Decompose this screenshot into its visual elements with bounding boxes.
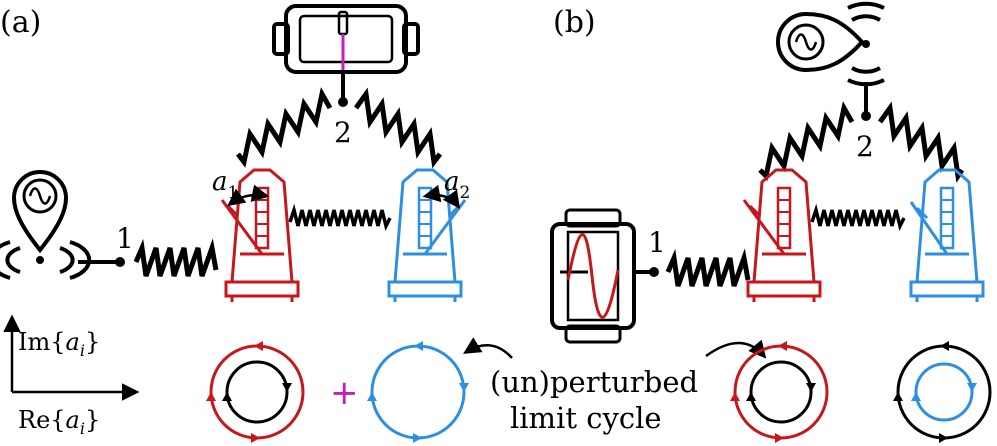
spring-right-diagonal — [353, 87, 442, 169]
oscilloscope-icon — [550, 208, 636, 344]
limit-cycle-red-black — [206, 341, 305, 443]
node2b-label: 2 — [856, 130, 874, 163]
node1-label: 1 — [116, 222, 134, 255]
limit-cycle-red-black-b — [730, 341, 829, 443]
caption-arrow-left — [463, 337, 513, 359]
spring-left-diagonal — [236, 87, 333, 168]
node1b-dot — [649, 267, 659, 277]
limit-cycle-black-blue-b — [893, 341, 992, 443]
spring-node1-b — [665, 248, 751, 287]
limit-cycle-blue — [367, 341, 469, 443]
node2-dot — [338, 97, 348, 107]
caption-line1: (un)perturbed — [490, 365, 698, 399]
caption-line2: limit cycle — [510, 401, 662, 435]
antenna-source-icon — [776, 1, 885, 87]
node2-label: 2 — [334, 116, 352, 149]
blue-metronome-icon-b — [909, 168, 985, 304]
plus-sign: + — [330, 373, 359, 413]
spring-left-diagonal-b — [758, 101, 855, 182]
spring-right-diagonal-b — [877, 101, 965, 183]
im-axis-label: Im{ai} — [18, 328, 100, 360]
complex-plane-axes — [3, 314, 140, 401]
red-metronome-icon-b — [742, 168, 822, 304]
a2-swing-arrow — [422, 184, 461, 209]
re-axis-label: Re{ai} — [18, 406, 100, 438]
a1-label: a1 — [212, 167, 238, 203]
spring-node1 — [133, 238, 219, 277]
panel-label-a: (a) — [0, 5, 41, 40]
panel-label-b: (b) — [553, 5, 596, 40]
spring-between-metronomes — [288, 203, 392, 232]
radio-source-icon — [0, 170, 92, 280]
a1-swing-arrow — [227, 184, 270, 207]
spring-between-metronomes-b — [810, 203, 906, 232]
a2-label: a2 — [444, 167, 470, 203]
node1b-label: 1 — [648, 226, 666, 259]
heater-icon — [272, 4, 420, 74]
node2b-dot — [861, 111, 871, 121]
node1-dot — [115, 257, 125, 267]
red-metronome-icon — [220, 168, 300, 304]
